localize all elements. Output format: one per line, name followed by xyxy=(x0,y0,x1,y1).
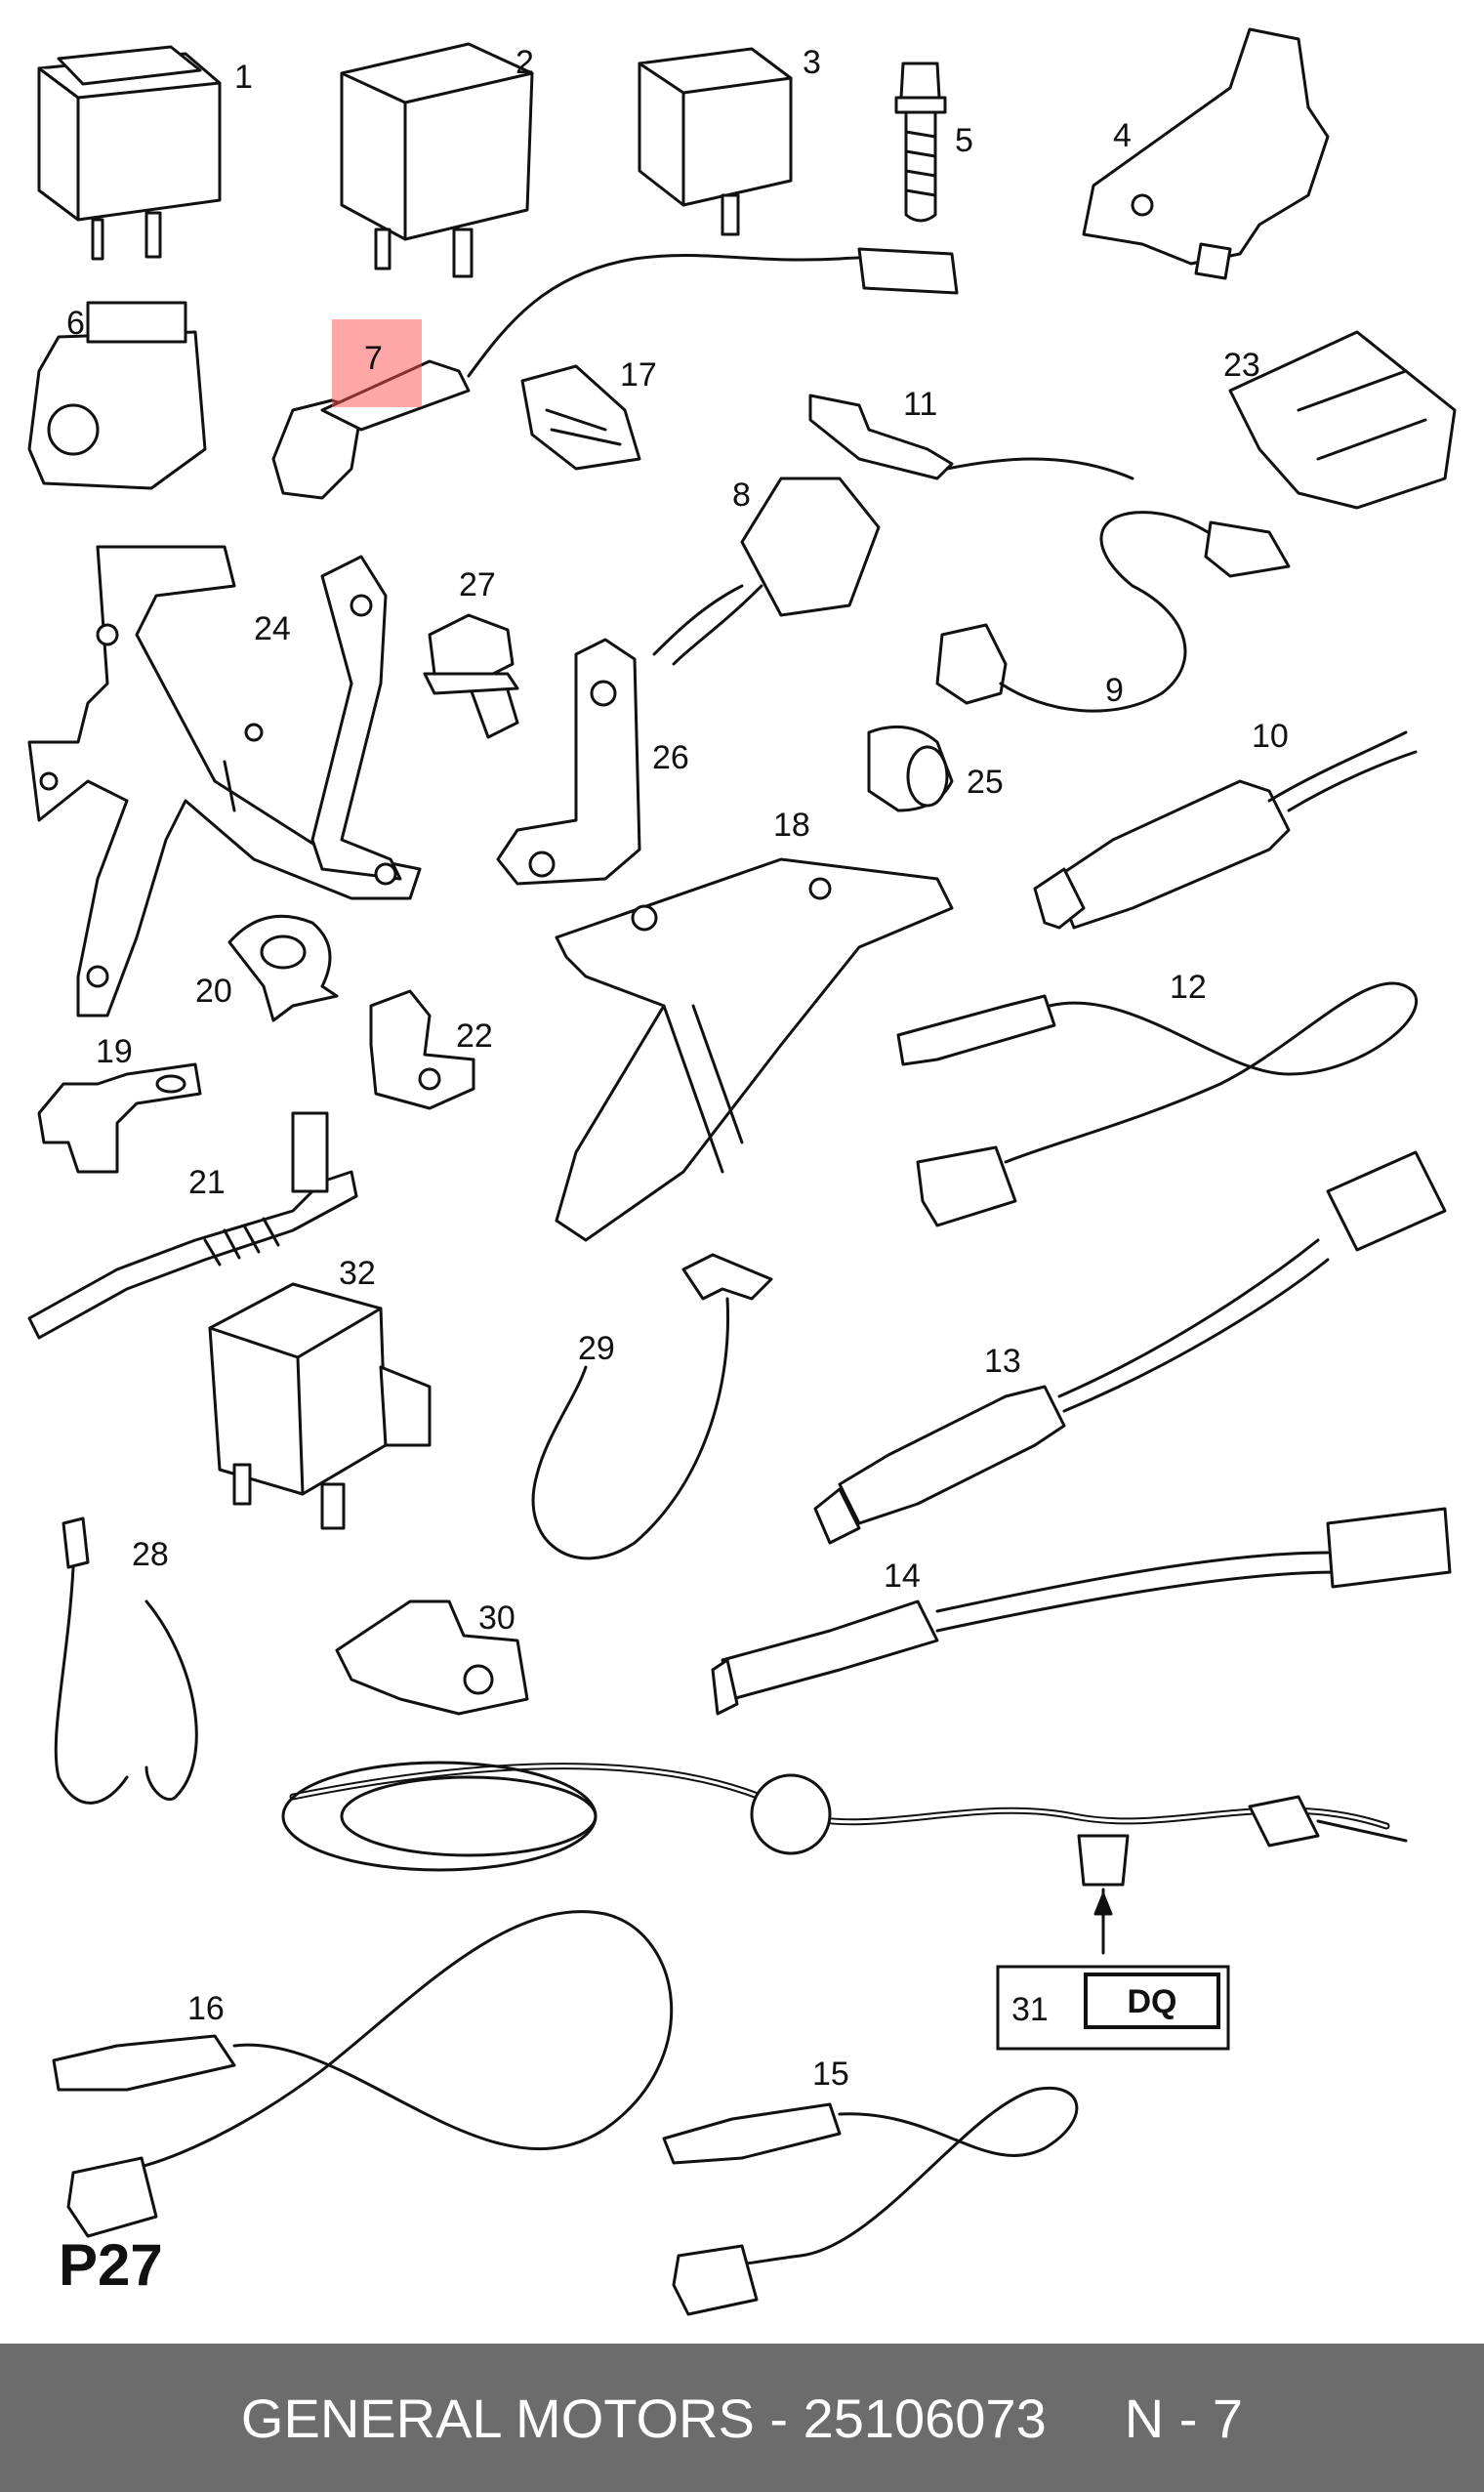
callout-20: 20 xyxy=(195,973,232,1010)
part-4-pressure-sensor xyxy=(1082,27,1330,280)
callout-19: 19 xyxy=(96,1033,133,1070)
callout-6: 6 xyxy=(66,305,85,342)
part-31-harness xyxy=(281,1761,1408,1955)
part-29-ground-strap xyxy=(531,1253,773,1560)
part-27-bolt xyxy=(423,613,519,739)
page-code: P27 xyxy=(59,2232,163,2298)
part-1-relay xyxy=(37,45,222,261)
callout-31: 31 xyxy=(1011,1991,1049,2028)
part-19-clip xyxy=(37,1062,202,1174)
part-28-cable-tie xyxy=(54,1516,198,1805)
part-30-clip xyxy=(335,1599,529,1716)
callout-22: 22 xyxy=(456,1018,493,1055)
part-26-angle-bracket xyxy=(496,638,641,886)
part-3-relay xyxy=(638,47,793,236)
callout-23: 23 xyxy=(1223,347,1260,384)
part-22-angle-bracket xyxy=(369,989,475,1110)
part-21-cable-tie xyxy=(27,1111,358,1340)
reference-box-31: 31 DQ xyxy=(996,1965,1230,2051)
callout-9: 9 xyxy=(1105,672,1124,709)
highlight-box xyxy=(332,319,422,407)
part-13-sensor xyxy=(813,1150,1447,1545)
callout-12: 12 xyxy=(1170,969,1207,1006)
callout-21: 21 xyxy=(188,1164,226,1201)
part-2-relay xyxy=(340,42,534,278)
part-14-sensor xyxy=(711,1507,1452,1716)
part-16-sensor xyxy=(52,1910,674,2238)
part-15-sensor xyxy=(662,2087,1079,2316)
callout-18: 18 xyxy=(773,807,810,844)
callout-16: 16 xyxy=(187,1990,225,2027)
callout-24: 24 xyxy=(254,610,291,647)
part-9-sensor xyxy=(935,511,1291,713)
callout-26: 26 xyxy=(652,739,689,776)
callout-28: 28 xyxy=(132,1536,169,1573)
part-17-clip xyxy=(520,364,641,471)
parts-diagram: 1 2 3 4 5 6 7 8 9 10 11 12 13 14 15 16 1… xyxy=(27,27,1457,2316)
part-24-bracket xyxy=(27,545,422,1018)
callout-7: 7 xyxy=(364,340,383,377)
callout-2: 2 xyxy=(515,44,534,81)
callout-11: 11 xyxy=(903,386,937,423)
part-7-oxygen-sensor xyxy=(271,247,959,500)
footer-page-ref: N - 7 xyxy=(1124,2387,1244,2449)
part-8-connector xyxy=(652,477,881,666)
callout-5: 5 xyxy=(955,122,973,159)
part-11-sensor xyxy=(808,394,1134,480)
callout-4: 4 xyxy=(1113,117,1132,154)
callout-25: 25 xyxy=(967,764,1004,801)
part-23-bracket xyxy=(1228,330,1457,510)
callout-17: 17 xyxy=(620,356,657,394)
callout-13: 13 xyxy=(984,1343,1021,1380)
part-10-sensor xyxy=(1033,730,1418,930)
part-25-grommet xyxy=(867,725,954,812)
part-18-bracket xyxy=(555,857,954,1242)
callout-3: 3 xyxy=(803,44,821,81)
part-5-bolt xyxy=(894,62,947,223)
footer-brand-part: GENERAL MOTORS - 25106073 xyxy=(240,2387,1047,2449)
callout-27: 27 xyxy=(459,566,496,603)
callout-30: 30 xyxy=(478,1599,515,1637)
reference-code: DQ xyxy=(1128,1983,1177,2020)
footer-bar: GENERAL MOTORS - 25106073 N - 7 xyxy=(0,2344,1484,2492)
callout-8: 8 xyxy=(732,477,751,514)
part-6-switch xyxy=(27,301,207,490)
callout-10: 10 xyxy=(1252,718,1289,755)
callout-32: 32 xyxy=(339,1255,376,1292)
part-20-clamp xyxy=(227,914,339,1022)
callout-15: 15 xyxy=(812,2056,849,2093)
callout-14: 14 xyxy=(884,1558,921,1595)
callout-29: 29 xyxy=(578,1330,615,1367)
callout-1: 1 xyxy=(234,59,253,96)
part-12-sensor xyxy=(896,981,1419,1227)
part-32-relay xyxy=(208,1282,432,1530)
